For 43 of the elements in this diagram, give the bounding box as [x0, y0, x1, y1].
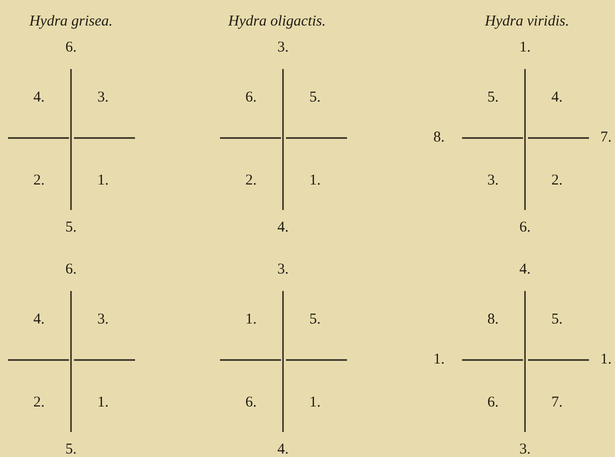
position-number: 6.: [65, 40, 77, 56]
position-number: 4.: [277, 220, 289, 236]
position-number: 2.: [245, 174, 257, 188]
position-number: 7.: [551, 396, 563, 410]
position-number: 4.: [519, 262, 531, 278]
position-number: 3.: [277, 262, 289, 278]
position-number: 4.: [33, 90, 45, 106]
position-number: 2.: [33, 174, 45, 188]
position-number: 1.: [97, 396, 109, 410]
position-number: 1.: [309, 174, 321, 188]
position-number: 3.: [277, 40, 289, 56]
position-number: 6.: [245, 90, 257, 106]
position-number: 4.: [33, 312, 45, 328]
species-title: Hydra grisea.: [29, 14, 113, 30]
position-number: 1.: [600, 352, 612, 368]
position-number: 6.: [65, 262, 77, 278]
position-number: 1.: [97, 174, 109, 188]
position-number: 4.: [277, 442, 289, 457]
position-number: 5.: [487, 90, 499, 106]
position-number: 2.: [551, 174, 563, 188]
position-number: 5.: [309, 312, 321, 328]
position-number: 5.: [65, 442, 77, 457]
position-number: 4.: [551, 90, 563, 106]
position-number: 6.: [487, 396, 499, 410]
position-number: 2.: [33, 396, 45, 410]
position-number: 1.: [519, 40, 531, 56]
position-number: 3.: [487, 174, 499, 188]
position-number: 3.: [97, 312, 109, 328]
position-number: 8.: [433, 130, 445, 146]
position-number: 3.: [97, 90, 109, 106]
position-number: 6.: [245, 396, 257, 410]
position-number: 1.: [309, 396, 321, 410]
species-title: Hydra oligactis.: [228, 14, 326, 30]
position-number: 5.: [65, 220, 77, 236]
position-number: 5.: [551, 312, 563, 328]
position-number: 1.: [245, 312, 257, 328]
position-number: 5.: [309, 90, 321, 106]
position-number: 7.: [600, 130, 612, 146]
position-number: 1.: [433, 352, 445, 368]
position-number: 6.: [519, 220, 531, 236]
position-number: 3.: [519, 442, 531, 457]
species-title: Hydra viridis.: [484, 14, 570, 30]
position-number: 8.: [487, 312, 499, 328]
